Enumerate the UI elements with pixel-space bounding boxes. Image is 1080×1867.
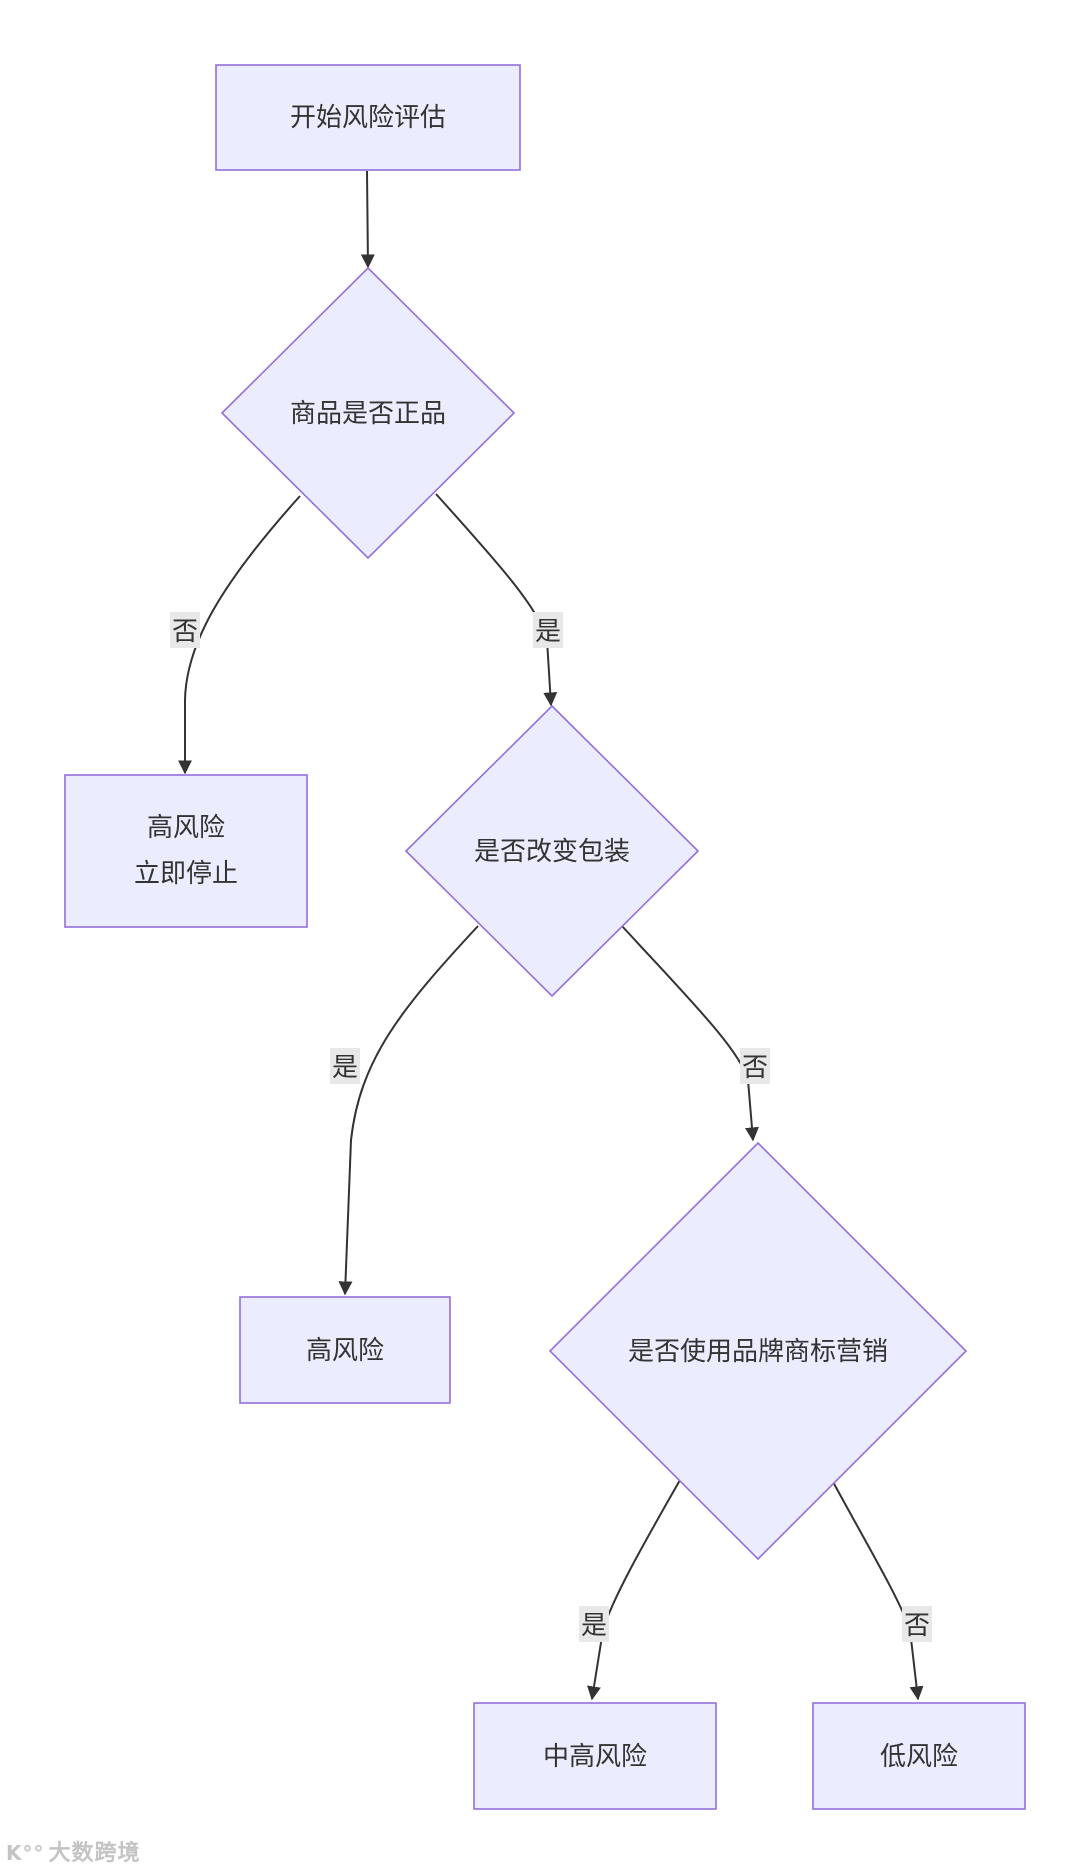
edge-brand-to-low [831,1479,924,1701]
node-high-risk: 高风险 [239,1296,451,1404]
svg-text:中高风险: 中高风险 [543,1742,647,1772]
watermark-text: 大数跨境 [48,1841,141,1866]
svg-text:否: 否 [742,1053,768,1083]
svg-text:高风险: 高风险 [147,813,225,843]
node-start: 开始风险评估 [215,64,521,171]
nodes: 开始风险评估 商品是否正品 高风险 立即停止 是否改变包装 高风险 是否使用品牌… [64,64,1026,1810]
edge-label-packaging-yes: 是 [330,1048,360,1084]
edge-label-genuine-no: 否 [170,612,200,648]
svg-text:是否使用品牌商标营销: 是否使用品牌商标营销 [628,1337,888,1367]
svg-text:否: 否 [904,1611,930,1641]
node-brand-decision: 是否使用品牌商标营销 [548,1141,968,1561]
edges [178,170,924,1701]
node-packaging-decision: 是否改变包装 [404,704,700,998]
node-genuine-decision: 商品是否正品 [220,266,516,560]
svg-text:否: 否 [172,617,198,647]
edge-start-to-genuine [360,170,375,269]
node-low-risk: 低风险 [812,1702,1026,1810]
svg-text:高风险: 高风险 [306,1336,384,1366]
svg-text:开始风险评估: 开始风险评估 [290,103,446,133]
edge-packaging-to-brand [621,925,759,1142]
edge-label-brand-yes: 是 [579,1606,609,1642]
svg-text:是否改变包装: 是否改变包装 [474,837,630,867]
edge-label-genuine-yes: 是 [533,612,563,648]
svg-text:是: 是 [535,617,561,647]
edge-label-brand-no: 否 [902,1606,932,1642]
svg-text:是: 是 [581,1611,607,1641]
edge-labels: 否 是 是 否 是 否 [170,612,932,1642]
node-medium-high-risk: 中高风险 [473,1702,717,1810]
edge-brand-to-medium-high [587,1479,681,1701]
watermark: K°°大数跨境 [6,1835,141,1867]
svg-text:立即停止: 立即停止 [134,859,238,889]
svg-text:是: 是 [332,1053,358,1083]
edge-packaging-to-high-risk [338,925,479,1296]
svg-text:商品是否正品: 商品是否正品 [290,399,446,429]
edge-genuine-to-high-risk-stop [178,495,301,775]
node-high-risk-stop: 高风险 立即停止 [64,774,308,928]
edge-genuine-to-packaging [435,493,558,707]
edge-label-packaging-no: 否 [740,1048,770,1084]
kangaroo-logo-icon: K°° [6,1841,45,1865]
svg-text:低风险: 低风险 [880,1742,958,1772]
